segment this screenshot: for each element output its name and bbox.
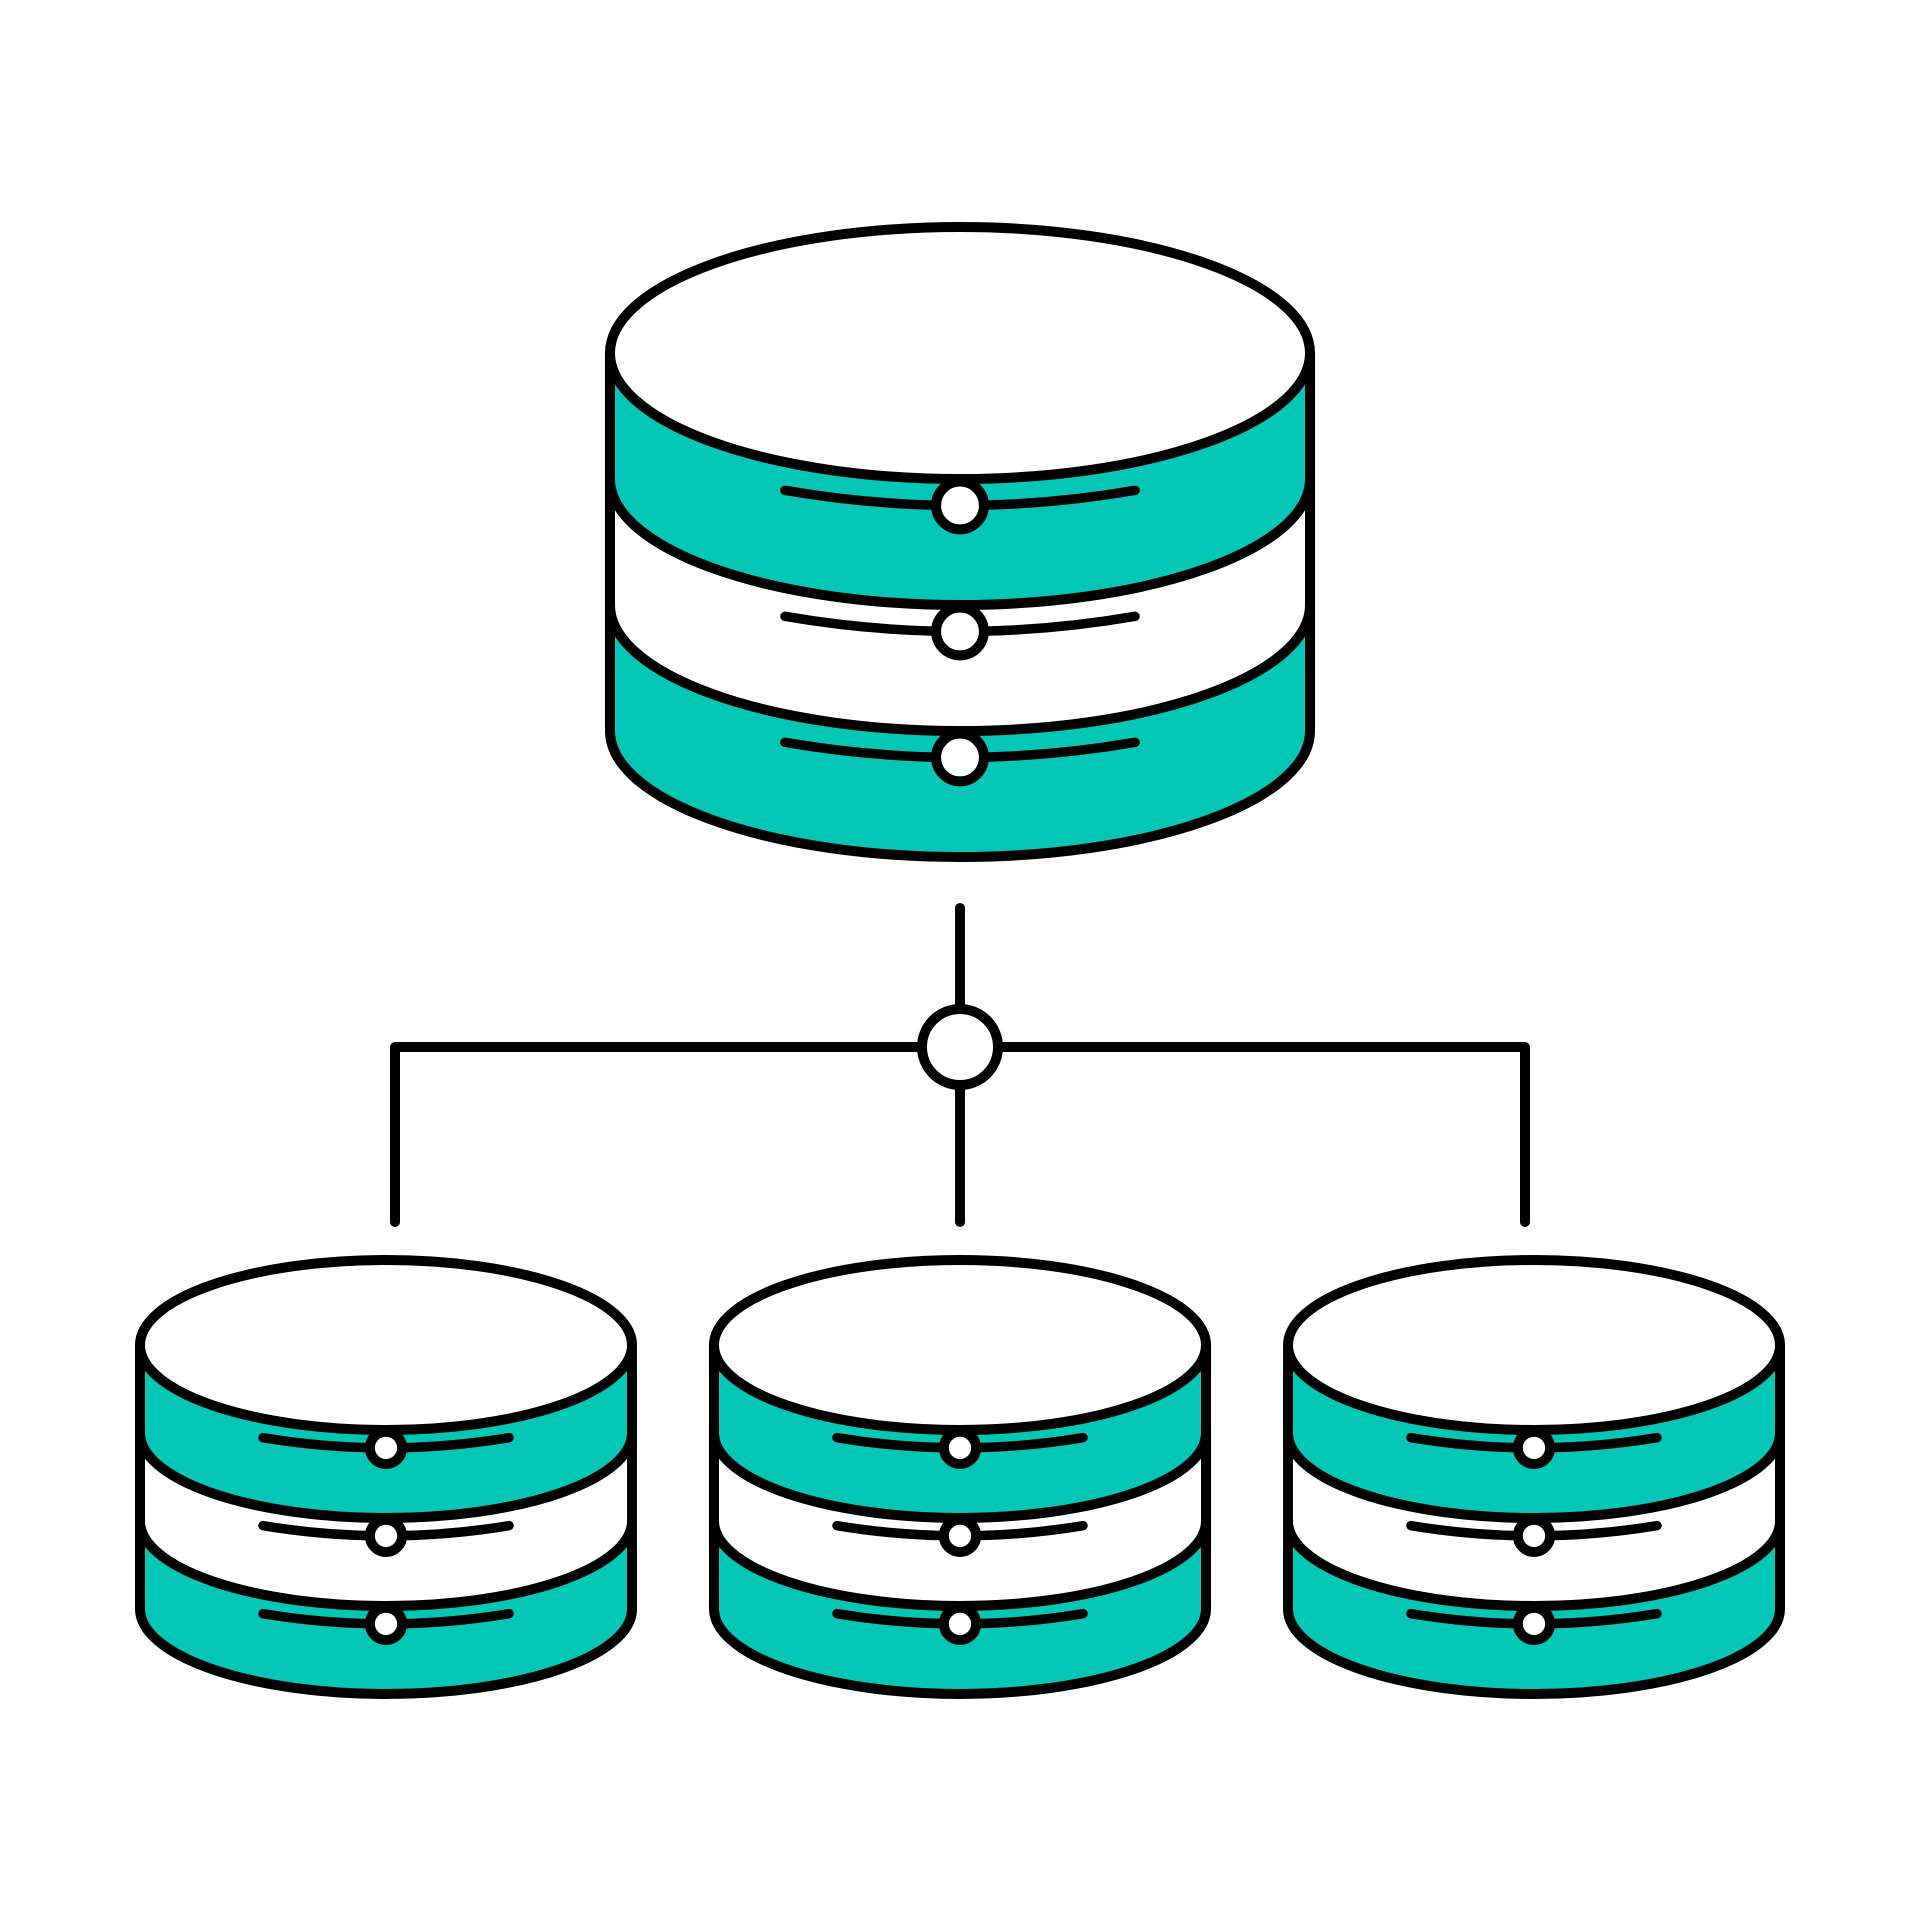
database-bottom-edge — [605, 730, 1315, 862]
indicator-knob-icon — [364, 1426, 408, 1469]
indicator-knob-icon — [931, 728, 989, 787]
indicator-knob-icon — [364, 1514, 408, 1557]
indicator-knob-icon — [1512, 1514, 1556, 1557]
replica-database-icon-left — [135, 1255, 637, 1699]
database-bottom-edge — [709, 1608, 1211, 1699]
connector-hub-to-right — [993, 1042, 1530, 1227]
database-lid — [605, 222, 1315, 484]
indicator-knob-icon — [938, 1426, 982, 1469]
database-bottom-edge — [135, 1608, 637, 1699]
indicator-knob-icon — [938, 1514, 982, 1557]
database-lid — [1283, 1255, 1785, 1435]
connector-hub-to-left — [390, 1042, 927, 1227]
replica-database-icon-right — [1283, 1255, 1785, 1699]
hub-node-icon — [917, 1004, 1003, 1090]
connector-lines — [390, 903, 1530, 1227]
database-bottom-edge — [1283, 1608, 1785, 1699]
indicator-knob-icon — [931, 476, 989, 535]
indicator-knob-icon — [931, 602, 989, 661]
indicator-knob-icon — [1512, 1426, 1556, 1469]
indicator-knob-icon — [1512, 1602, 1556, 1645]
indicator-knob-icon — [364, 1602, 408, 1645]
replica-database-icon-center — [709, 1255, 1211, 1699]
database-lid — [135, 1255, 637, 1435]
indicator-knob-icon — [938, 1602, 982, 1645]
database-lid — [709, 1255, 1211, 1435]
primary-database-icon — [605, 222, 1315, 862]
